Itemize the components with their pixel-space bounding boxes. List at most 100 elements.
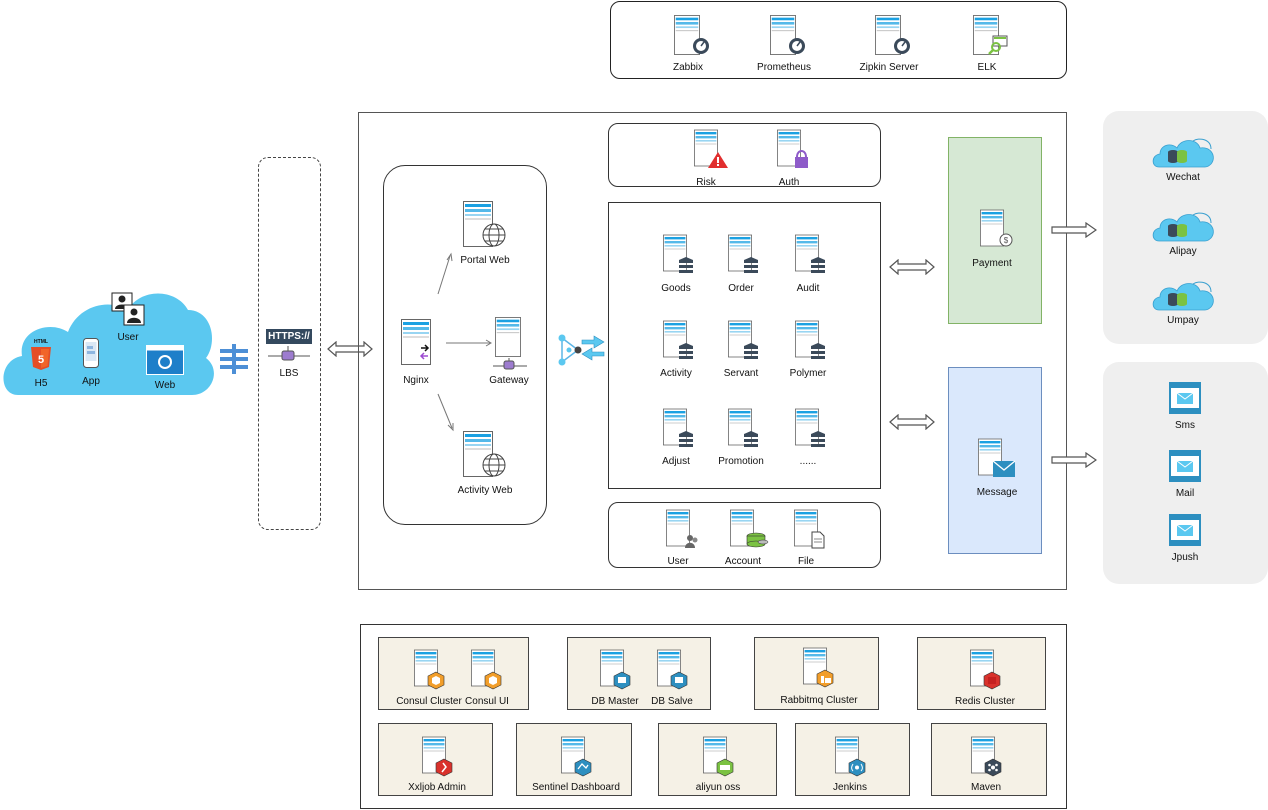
consul-ui-label: Consul UI <box>465 696 509 707</box>
service-order-label: Order <box>728 283 754 294</box>
monitor-zabbix-label: Zabbix <box>672 62 704 73</box>
client-cloud <box>3 293 214 395</box>
services-group <box>608 202 881 489</box>
application-boundary <box>358 112 1067 590</box>
client-user-label: User <box>117 332 139 343</box>
service-polymer-label: Polymer <box>789 368 827 379</box>
infra-maven-label: Maven <box>970 782 1002 793</box>
user-service-label: User <box>667 556 689 567</box>
phone-icon <box>83 338 99 368</box>
infra-xxljob-admin-server <box>422 736 453 777</box>
gateway-group <box>383 165 547 525</box>
service-order-server <box>728 234 758 273</box>
gateway-label: Gateway <box>489 375 529 386</box>
message-label: Message <box>976 487 1018 498</box>
account-service-label: Account <box>724 556 762 567</box>
nginx-server <box>401 318 431 366</box>
provider-alipay-label: Alipay <box>1169 246 1197 257</box>
rabbitmq-cluster-server <box>803 647 834 688</box>
activity-web-label: Activity Web <box>457 485 513 496</box>
provider-umpay-cloud-icon <box>1152 281 1214 311</box>
client-web-label: Web <box>154 380 176 391</box>
gateway-server <box>493 317 527 370</box>
rabbitmq-cluster-label: Rabbitmq Cluster <box>780 695 858 706</box>
lbs-label: LBS <box>279 368 299 379</box>
message-out-arrow <box>1051 452 1097 468</box>
consul-ui-server <box>471 649 502 690</box>
https-badge: HTTPS:// <box>266 329 312 344</box>
provider-wechat-label: Wechat <box>1166 172 1200 183</box>
svg-text:$: $ <box>1004 236 1009 245</box>
infra-sentinel-dashboard-label: Sentinel Dashboard <box>532 782 620 793</box>
service-polymer-server <box>795 320 825 359</box>
auth-label: Auth <box>778 177 800 188</box>
nginx-routes <box>437 252 492 432</box>
service-goods-server <box>663 234 693 273</box>
db-master-label: DB Master <box>591 696 639 707</box>
service-servant-server <box>728 320 758 359</box>
auth-server <box>777 129 808 168</box>
service-promotion-label: Promotion <box>718 456 764 467</box>
risk-label: Risk <box>696 177 716 188</box>
file-service-server <box>794 509 825 549</box>
service-audit-server <box>795 234 825 273</box>
security-group <box>608 123 881 187</box>
html5-icon: 5 <box>31 347 51 370</box>
payment-label: Payment <box>972 258 1012 269</box>
browser-icon <box>146 345 184 375</box>
service-promotion-server <box>728 408 758 447</box>
monitor-zipkin-server-label: Zipkin Server <box>859 62 919 73</box>
monitor-elk-label: ELK <box>977 62 997 73</box>
service-adjust-server <box>663 408 693 447</box>
provider-umpay-label: Umpay <box>1167 315 1199 326</box>
db-panel <box>567 637 711 710</box>
services-to-payment-arrow <box>889 259 935 275</box>
lbs-container <box>258 157 321 530</box>
users-icon <box>111 292 145 326</box>
channel-jpush-icon <box>1169 514 1201 546</box>
nginx-label: Nginx <box>403 375 429 386</box>
infra-aliyun-oss-server <box>703 736 734 777</box>
portal-web-label: Portal Web <box>460 255 510 266</box>
service-adjust-label: Adjust <box>662 456 690 467</box>
file-service-label: File <box>797 556 815 567</box>
consul-panel <box>378 637 529 710</box>
infra-jenkins-label: Jenkins <box>833 782 867 793</box>
service-more-label: ...... <box>799 456 817 467</box>
consul-cluster-server <box>414 649 445 690</box>
infra-aliyun-oss-label: aliyun oss <box>695 782 741 793</box>
lbs-switch-icon <box>268 346 310 361</box>
service-audit-label: Audit <box>796 283 820 294</box>
db-master-server <box>600 649 631 690</box>
message-server <box>978 438 1016 477</box>
risk-server <box>694 129 728 168</box>
channel-mail-label: Mail <box>1175 488 1195 499</box>
service-goods-label: Goods <box>661 283 691 294</box>
account-service-server <box>730 509 769 548</box>
monitor-zabbix-server <box>674 15 709 55</box>
service-more-server <box>795 408 825 447</box>
provider-wechat-cloud-icon <box>1152 138 1214 168</box>
service-servant-label: Servant <box>723 368 759 379</box>
consul-cluster-label: Consul Cluster <box>396 696 462 707</box>
client-connector-icon <box>220 344 248 374</box>
monitoring-panel <box>610 1 1067 79</box>
monitor-prometheus-server <box>770 15 805 55</box>
channel-sms-icon <box>1169 382 1201 414</box>
services-to-message-arrow <box>889 414 935 430</box>
monitor-zipkin-server-server <box>875 15 910 55</box>
infra-sentinel-dashboard-server <box>561 736 592 777</box>
user-service-server <box>666 509 698 548</box>
monitor-prometheus-label: Prometheus <box>757 62 811 73</box>
redis-cluster-label: Redis Cluster <box>954 696 1016 707</box>
infra-jenkins-server <box>835 736 866 777</box>
infrastructure-panel <box>360 624 1067 809</box>
redis-cluster-server <box>970 649 1001 690</box>
client-h5-label: H5 <box>34 378 48 389</box>
db-salve-server <box>657 649 688 690</box>
payment-server: $ <box>980 209 1013 247</box>
html5-badge-text: HTML <box>34 339 48 345</box>
client-app-label: App <box>82 376 100 387</box>
db-salve-label: DB Salve <box>651 696 693 707</box>
service-activity-server <box>663 320 693 359</box>
